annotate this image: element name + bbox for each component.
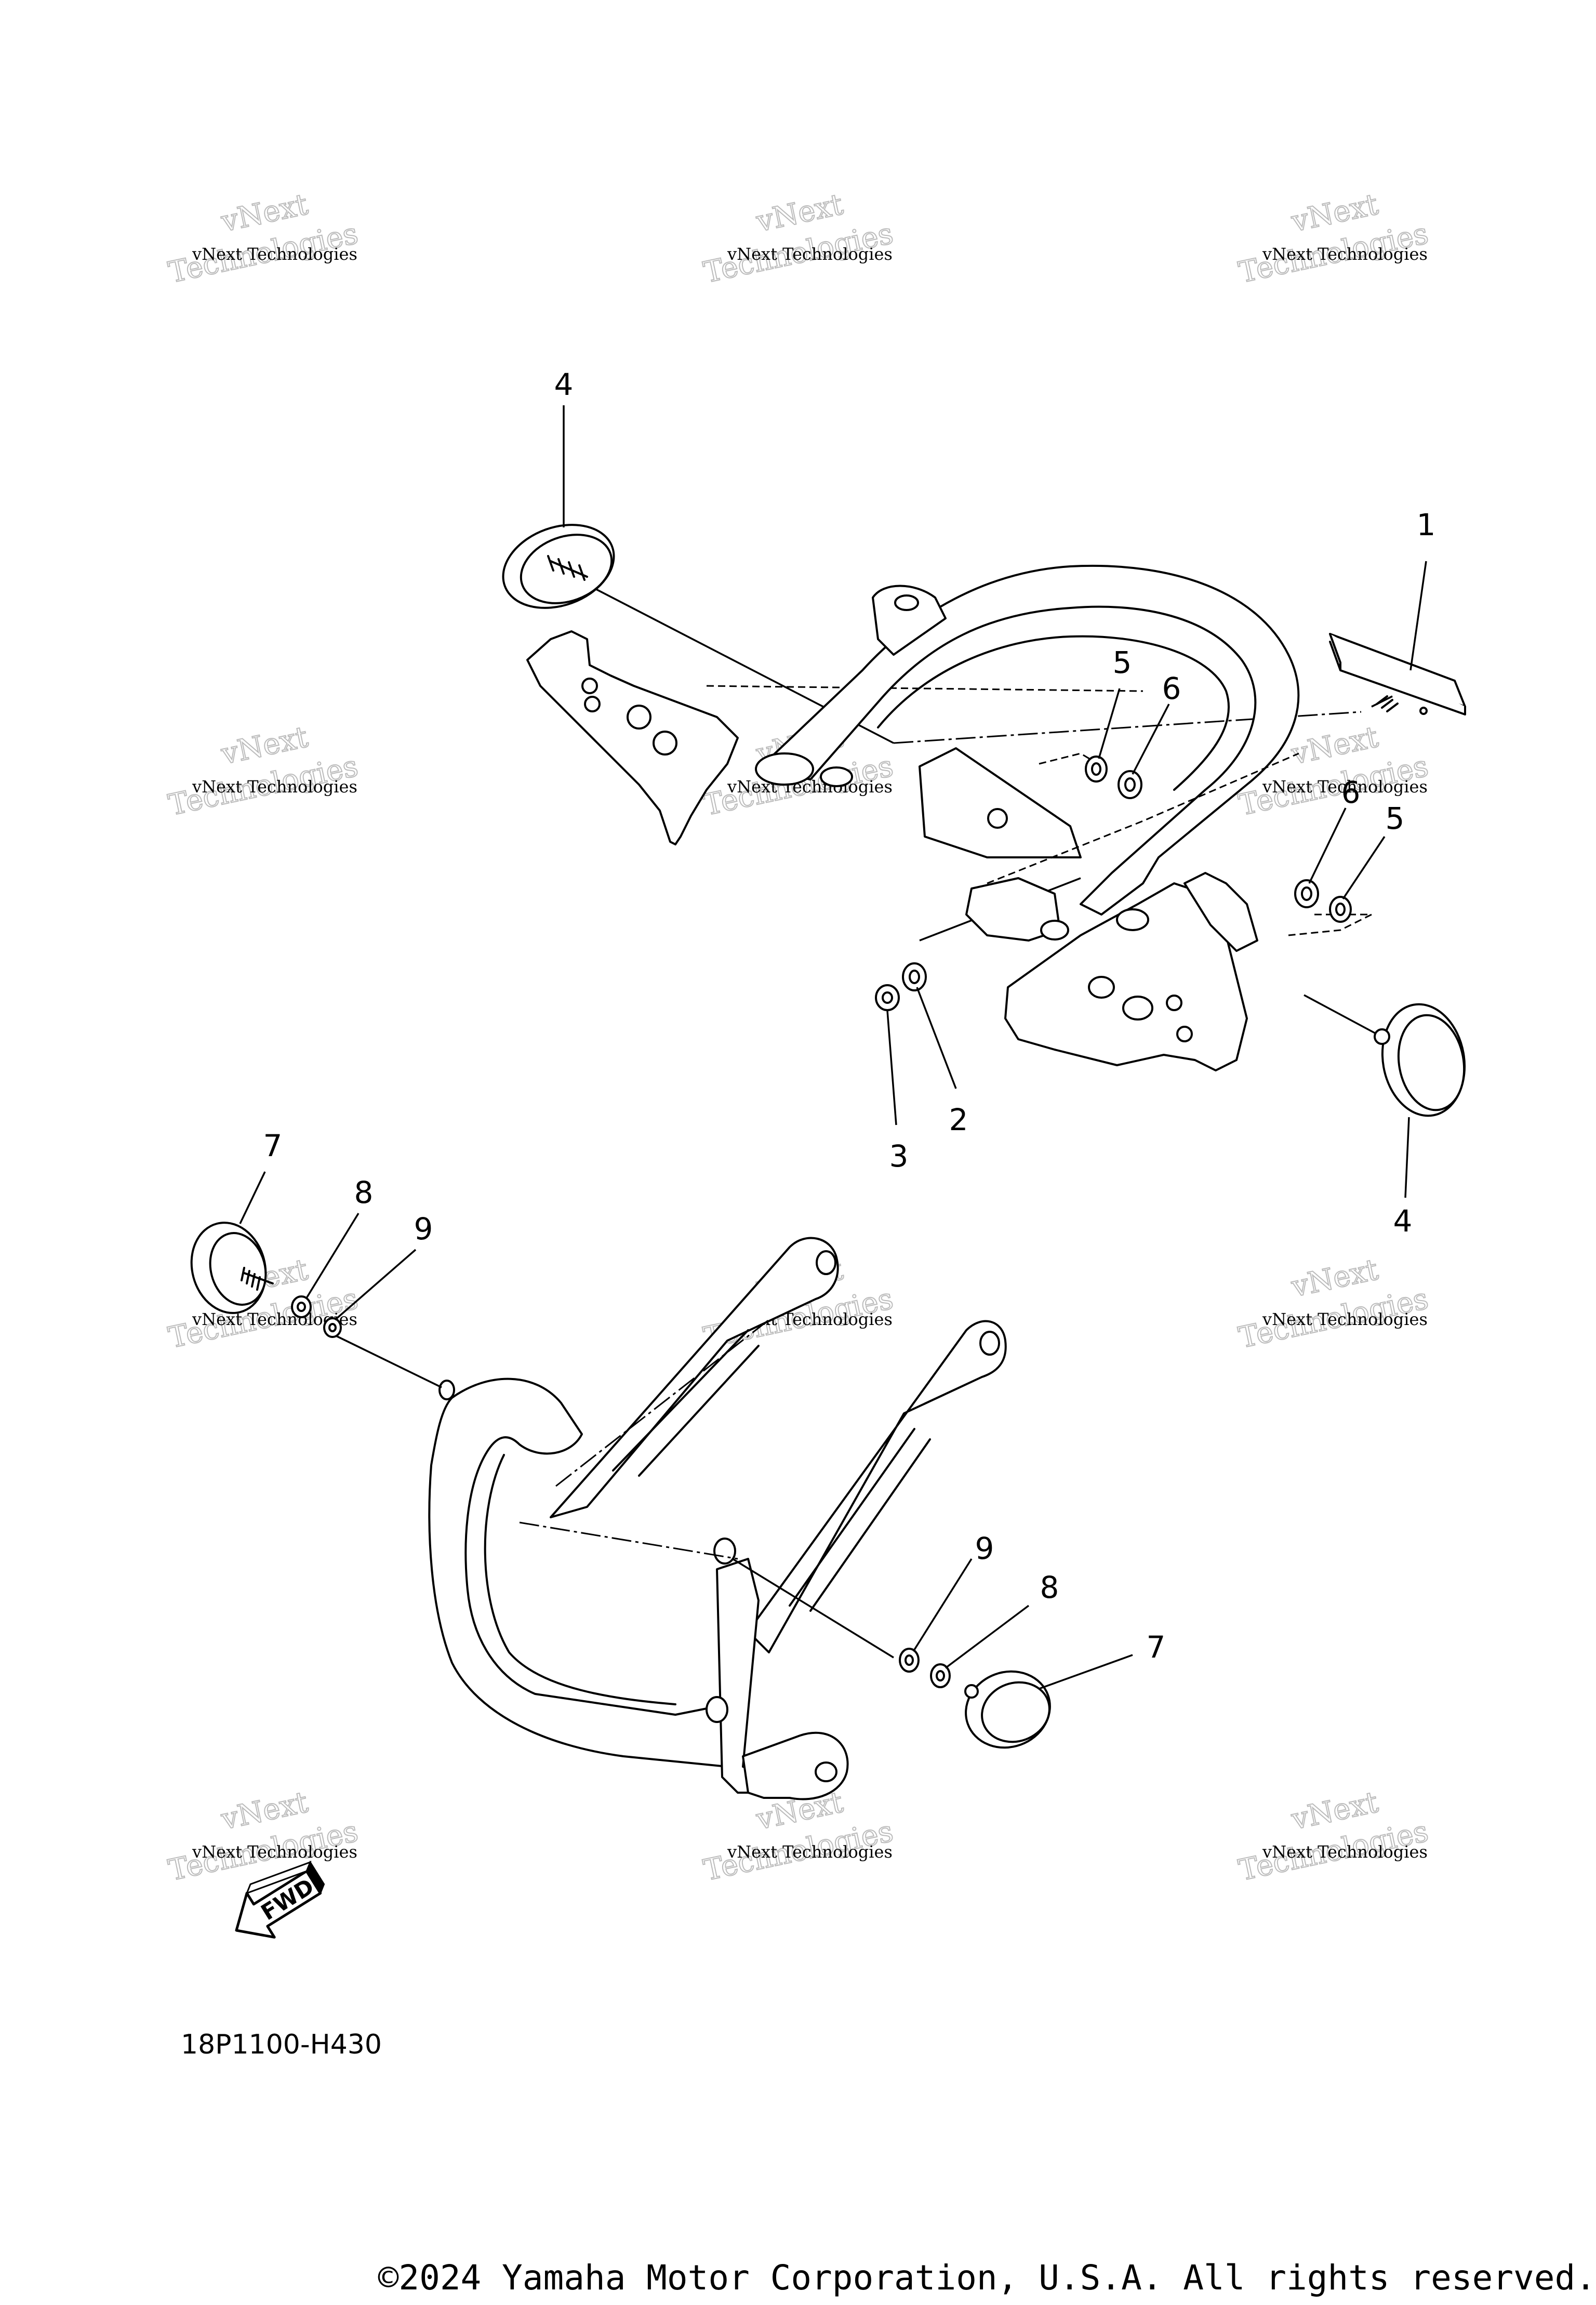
bracket-hole [627, 705, 651, 730]
bracket-hole [1088, 976, 1115, 999]
callout-8-left: 8 [354, 1175, 374, 1210]
watermark-text: vNext Technologies [1262, 1309, 1428, 1329]
strut-web [789, 1428, 931, 1612]
watermark-text: vNext Technologies [192, 244, 357, 264]
callout-4-bottom: 4 [1393, 1203, 1413, 1239]
mount-tab [872, 585, 947, 656]
callout-leaders [239, 405, 1427, 1690]
callout-7-right: 7 [1147, 1630, 1166, 1665]
center-line [732, 1558, 894, 1659]
lower-assembly [335, 1237, 1007, 1800]
callout-5-top: 5 [1113, 645, 1132, 680]
foot-hole [815, 1761, 837, 1782]
rear-guard-inner [484, 1454, 676, 1705]
callout-1: 1 [1417, 507, 1436, 542]
watermark-text: vNext Technologies [192, 1842, 357, 1862]
washer-8-left-hole [297, 1302, 306, 1312]
bracket-hole [1176, 1026, 1193, 1042]
watermark-text: vNext Technologies [1262, 1842, 1428, 1862]
upper-assembly [526, 564, 1377, 1071]
hidden-line [987, 752, 1299, 884]
reflector-rect [1329, 633, 1466, 716]
bracket-hole [987, 808, 1008, 829]
mount-hole [894, 594, 919, 611]
rear-guard-tube [428, 1377, 744, 1768]
upper-strut [550, 1237, 839, 1518]
reflector-round-7-right [964, 1670, 1051, 1749]
bracket-hole [584, 696, 601, 712]
bracket-hole [1166, 995, 1182, 1011]
callout-4-top: 4 [554, 367, 574, 402]
side-bracket [1183, 872, 1258, 952]
reflector-round-top [502, 524, 615, 609]
guard-tube-inner [877, 635, 1230, 791]
strut-hole [816, 1250, 836, 1275]
center-line [555, 1319, 769, 1487]
watermark-text: vNext Technologies [727, 1842, 893, 1862]
callout-5-right: 5 [1386, 801, 1405, 836]
strut-hole [979, 1331, 1000, 1356]
watermark-text: vNext Technologies [727, 244, 893, 264]
right-bracket [1004, 882, 1248, 1071]
lower-strut [747, 1320, 1007, 1653]
callout-6-top: 6 [1162, 671, 1181, 706]
callout-labels: 1 2 3 4 4 5 6 6 5 7 8 9 9 8 7 [263, 367, 1436, 1665]
hidden-line [1288, 913, 1372, 936]
watermark-text: vNext Technologies [1262, 777, 1428, 797]
nuts-washers [875, 756, 1352, 1011]
washer-9-right-hole [905, 1654, 914, 1666]
center-line [519, 1521, 738, 1560]
tube-stub [713, 1538, 736, 1565]
tube-end [1116, 908, 1149, 931]
bracket-hole [581, 678, 598, 694]
callout-8-right: 8 [1040, 1570, 1059, 1605]
copyright-notice: ©2024 Yamaha Motor Corporation, U.S.A. A… [378, 2258, 1596, 2298]
bracket-hole [653, 731, 677, 756]
callout-6-right: 6 [1341, 775, 1361, 810]
tube-end [755, 752, 814, 786]
callout-7-left: 7 [263, 1128, 283, 1163]
watermark-text: vNext Technologies [1262, 244, 1428, 264]
washer-9-left-hole [328, 1323, 337, 1332]
reflector-round-7-left [190, 1222, 274, 1314]
foot-hole [706, 1696, 728, 1723]
reflector-round-bottom [1374, 1003, 1466, 1117]
diagram-code: 18P1100-H430 [181, 2029, 382, 2060]
callout-3: 3 [889, 1138, 909, 1174]
bracket-hole [1122, 996, 1153, 1021]
left-bracket [526, 630, 739, 845]
watermark-text: vNext Technologies [192, 777, 357, 797]
callout-9-left: 9 [414, 1211, 433, 1247]
center-bracket [919, 747, 1082, 858]
center-line [706, 685, 1143, 692]
tube-end [820, 766, 853, 787]
bracket-hole [1040, 920, 1069, 940]
foot-bracket [742, 1731, 849, 1800]
callout-2: 2 [949, 1102, 968, 1137]
tube-stub [438, 1380, 455, 1400]
center-line [335, 1334, 442, 1388]
callout-9-right: 9 [975, 1531, 994, 1566]
washer-8-right-hole [936, 1670, 945, 1681]
center-line [1304, 994, 1377, 1035]
strut-web [612, 1329, 760, 1477]
